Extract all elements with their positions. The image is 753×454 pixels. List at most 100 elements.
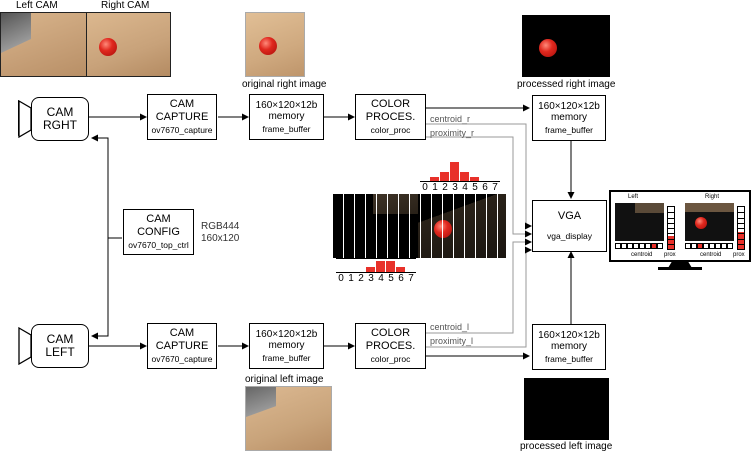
capture-bottom-block: CAM CAPTURE ov7670_capture	[147, 323, 217, 369]
histogram-bar	[430, 177, 439, 182]
histogram-tick: 3	[368, 273, 374, 284]
histogram-tick: 6	[482, 182, 488, 193]
histogram-top	[420, 160, 500, 182]
camera-left-block: CAM LEFT	[31, 324, 89, 368]
wire-config-caml	[91, 238, 109, 340]
processed-right-caption: processed right image	[517, 79, 616, 90]
histogram-tick: 2	[442, 182, 448, 193]
monitor-right-centroid-cells	[685, 243, 734, 249]
capture-top-line1: CAM	[169, 98, 195, 111]
memory-proc-left-line1: 160×120×12b	[538, 329, 600, 341]
histogram-tick: 0	[422, 182, 428, 193]
capture-bottom-sub: ov7670_capture	[151, 354, 213, 365]
centroid-cell	[703, 243, 709, 249]
monitor-left-view	[615, 203, 664, 241]
capture-top-line2: CAPTURE	[155, 110, 209, 123]
signal-centroid-r: centroid_r	[430, 114, 471, 124]
memory-proc-left-sub: frame_buffer	[544, 353, 594, 364]
centroid-cell	[727, 243, 733, 249]
centroid-cell	[633, 243, 639, 249]
signal-proximity-r: proximity_r	[430, 128, 475, 138]
centroid-cell	[697, 243, 703, 249]
memory-bottom-line2: memory	[268, 339, 305, 351]
histogram-tick: 1	[432, 182, 438, 193]
histogram-bar	[470, 177, 479, 182]
camera-right-line2: RGHT	[43, 118, 77, 132]
prox-divider	[668, 217, 674, 219]
prox-divider	[668, 222, 674, 224]
monitor-stand	[668, 262, 692, 268]
monitor-base	[658, 267, 702, 270]
ball-icon	[99, 38, 117, 56]
histogram-tick: 5	[388, 273, 394, 284]
monitor-right-prox-label: prox	[733, 252, 745, 258]
prox-divider	[738, 228, 744, 229]
prox-divider	[738, 222, 744, 224]
wire-centroid-r	[426, 123, 532, 230]
config-format: RGB444	[201, 221, 240, 232]
capture-top-block: CAM CAPTURE ov7670_capture	[147, 94, 217, 140]
histogram-axis	[336, 272, 416, 273]
column-strips	[333, 194, 506, 258]
memory-proc-right-line1: 160×120×12b	[538, 100, 600, 112]
prox-divider	[738, 243, 744, 245]
color-bottom-sub: color_proc	[370, 354, 411, 365]
centroid-cell	[709, 243, 715, 249]
color-top-line2: PROCES.	[365, 110, 416, 123]
memory-bottom-sub: frame_buffer	[262, 352, 311, 363]
memory-bottom-line1: 160×120×12b	[255, 328, 318, 340]
memory-proc-right-block: 160×120×12b memory frame_buffer	[532, 95, 606, 141]
processed-right-image	[522, 15, 610, 77]
histogram-tick: 0	[338, 273, 344, 284]
wire-config-camr	[91, 134, 109, 238]
camera-right-block: CAM RGHT	[31, 97, 89, 141]
color-top-line1: COLOR	[370, 98, 411, 111]
capture-top-sub: ov7670_capture	[151, 125, 213, 136]
histogram-tick: 3	[452, 182, 458, 193]
memory-top-line1: 160×120×12b	[255, 99, 318, 111]
histogram-tick: 7	[408, 273, 414, 284]
prox-divider	[738, 212, 744, 214]
centroid-cell	[691, 243, 697, 249]
signal-centroid-l: centroid_l	[430, 322, 470, 332]
cam-config-line1: CAM	[146, 213, 171, 226]
prox-fill	[668, 236, 674, 249]
histogram-tick: 4	[378, 273, 384, 284]
camera-lens-icon	[18, 327, 32, 365]
right-cam-photo	[86, 12, 171, 77]
centroid-cell	[627, 243, 633, 249]
capture-bottom-line2: CAPTURE	[155, 339, 209, 352]
centroid-cell	[621, 243, 627, 249]
memory-proc-right-sub: frame_buffer	[544, 124, 594, 135]
histogram-tick: 1	[348, 273, 354, 284]
centroid-cell	[715, 243, 721, 249]
histogram-tick: 7	[492, 182, 498, 193]
prox-divider	[668, 233, 674, 235]
histogram-bar	[366, 267, 375, 273]
monitor-left-centroid-cells	[615, 243, 664, 249]
memory-bottom-block: 160×120×12b memory frame_buffer	[249, 323, 324, 369]
monitor-right-view	[685, 203, 734, 241]
memory-proc-right-line2: memory	[550, 111, 588, 123]
monitor-display: Left Right centroid prox centroid prox	[609, 190, 751, 262]
left-cam-photo	[0, 12, 88, 77]
centroid-cell	[685, 243, 691, 249]
cam-config-block: CAM CONFIG ov7670_top_ctrl	[123, 209, 194, 255]
color-top-block: COLOR PROCES. color_proc	[355, 94, 426, 140]
ball-icon	[539, 39, 557, 57]
cam-config-sub: ov7670_top_ctrl	[128, 240, 189, 251]
monitor-right-centroid-label: centroid	[700, 252, 722, 258]
memory-proc-left-line2: memory	[550, 340, 588, 352]
vga-sub: vga_display	[547, 231, 592, 242]
memory-top-sub: frame_buffer	[262, 123, 311, 134]
histogram-bottom	[336, 258, 416, 273]
color-bottom-line1: COLOR	[370, 327, 411, 340]
signal-proximity-l: proximity_l	[430, 336, 474, 346]
histogram-axis	[420, 181, 500, 182]
capture-bottom-line1: CAM	[169, 327, 195, 340]
processed-left-image	[524, 378, 609, 440]
histogram-tick: 4	[462, 182, 468, 193]
centroid-cell	[657, 243, 663, 249]
